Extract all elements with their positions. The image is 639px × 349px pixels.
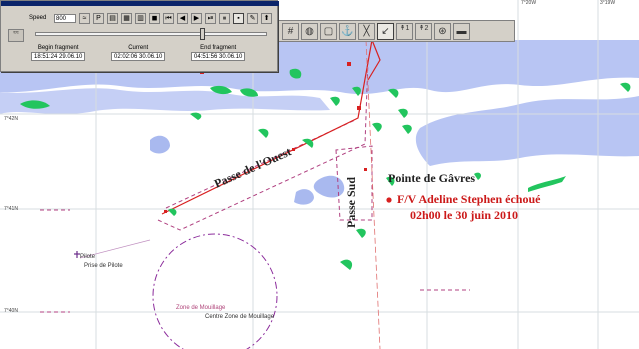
buoys [164, 62, 392, 213]
current-time-value: 02:02:06 30.06.10 [111, 52, 166, 61]
play-button[interactable]: ▶ [191, 12, 202, 24]
anchorage-zone [152, 233, 278, 349]
begin-fragment-label: Begin fragment [37, 45, 79, 51]
target-1-button[interactable]: ↟1 [396, 23, 413, 40]
lon-label-20: 7°20W [521, 0, 537, 6]
frame-icon: ▢ [323, 26, 334, 37]
route-icon: ↙ [381, 26, 390, 37]
target-2-icon: ↟2 [418, 25, 429, 32]
print-icon: ▬ [456, 26, 467, 37]
playback-controls: Speed 800 ≈ P ▤ ▦ ▥ ◼ ⏮ ◀ ▶ ⏯ ⏸ ▪ ✎ ⬆ [29, 11, 272, 25]
lat-label-40: 7°40N [4, 308, 18, 314]
pause-button[interactable]: ⏸ [219, 12, 230, 24]
leading-line [365, 39, 381, 349]
water-band-coast [0, 88, 330, 114]
panel-titlebar[interactable] [1, 1, 279, 6]
upload-button[interactable]: ⬆ [261, 12, 272, 24]
label-grounding-time: 02h00 le 30 juin 2010 [410, 208, 519, 222]
pilot-line [79, 239, 151, 259]
begin-fragment-group: Begin fragment 18:51:24 29.06.10 [31, 45, 86, 61]
symbols-icon: ⊛ [438, 26, 447, 37]
print-button[interactable]: ▬ [453, 23, 470, 40]
target-1-icon: ↟1 [399, 25, 410, 32]
route-button[interactable]: ↙ [377, 23, 394, 40]
frame-button[interactable]: ▢ [320, 23, 337, 40]
record-button[interactable]: ▪ [233, 12, 244, 24]
speed-label: Speed [29, 15, 47, 21]
label-vessel-grounded: F/V Adeline Stephen échoué [397, 192, 541, 206]
list-button[interactable]: ▥ [135, 12, 146, 24]
step-forward-button[interactable]: ⏯ [205, 12, 216, 24]
sea-icon[interactable]: ≈≈ [8, 29, 24, 42]
grid-icon: # [287, 26, 294, 37]
lat-label-41: 7°41N [4, 206, 18, 212]
current-time-label: Current [128, 45, 149, 51]
speed-input[interactable]: 800 [54, 13, 76, 23]
grid-toggle-button[interactable]: # [282, 23, 299, 40]
end-fragment-group: End fragment 04:51:56 30.06.10 [191, 45, 246, 61]
playback-panel: Speed 800 ≈ P ▤ ▦ ▥ ◼ ⏮ ◀ ▶ ⏯ ⏸ ▪ ✎ ⬆ ≈≈… [0, 0, 279, 72]
channel-passe-ouest [157, 59, 369, 231]
timeline-slider-thumb[interactable] [200, 28, 205, 40]
grid-button[interactable]: ▤ [107, 12, 118, 24]
water-islet [313, 175, 345, 198]
speed-stepper[interactable]: ≈ [79, 12, 90, 24]
timeline-slider[interactable] [35, 32, 267, 36]
current-time-group: Current 02:02:06 30.06.10 [111, 45, 166, 61]
table-button[interactable]: ▦ [121, 12, 132, 24]
anchor-icon: ⚓ [341, 26, 354, 37]
label-zone-mouillage: Zone de Mouillage [176, 305, 226, 311]
reef-marks [20, 68, 631, 270]
lon-label-19: 3°19W [600, 0, 616, 6]
water-islet-3 [150, 135, 170, 154]
begin-fragment-value: 18:51:24 29.06.10 [31, 52, 86, 61]
label-prise-de-pilote: Prise de Pilote [84, 263, 123, 269]
target-2-button[interactable]: ↟2 [415, 23, 432, 40]
step-back-button[interactable]: ◀ [177, 12, 188, 24]
layers-button[interactable]: ◍ [301, 23, 318, 40]
water-islet-2 [294, 189, 314, 205]
label-centre-zone: Centre Zone de Mouillage [205, 314, 275, 320]
chart-toolbar: # ◍ ▢ ⚓ ╳ ↙ ↟1 ↟2 ⊛ ▬ [278, 20, 515, 42]
label-passe-sud: Passe Sud [344, 176, 358, 228]
pointer-button[interactable]: P [93, 12, 104, 24]
crossing-icon: ╳ [363, 26, 370, 37]
layers-icon: ◍ [305, 26, 314, 37]
pilot-mark [74, 251, 80, 258]
symbols-button[interactable]: ⊛ [434, 23, 451, 40]
anchor-button[interactable]: ⚓ [339, 23, 356, 40]
label-pointe-de-gavres: Pointe de Gâvres [388, 171, 476, 185]
edit-button[interactable]: ✎ [247, 12, 258, 24]
end-fragment-value: 04:51:56 30.06.10 [191, 52, 246, 61]
stop-button[interactable]: ◼ [149, 12, 160, 24]
label-pilote: Pilote [80, 254, 96, 260]
end-fragment-label: End fragment [200, 45, 237, 51]
crossing-button[interactable]: ╳ [358, 23, 375, 40]
vessel-track [161, 39, 381, 215]
lat-label-42: 7°42N [4, 116, 18, 122]
rewind-button[interactable]: ⏮ [163, 12, 174, 24]
